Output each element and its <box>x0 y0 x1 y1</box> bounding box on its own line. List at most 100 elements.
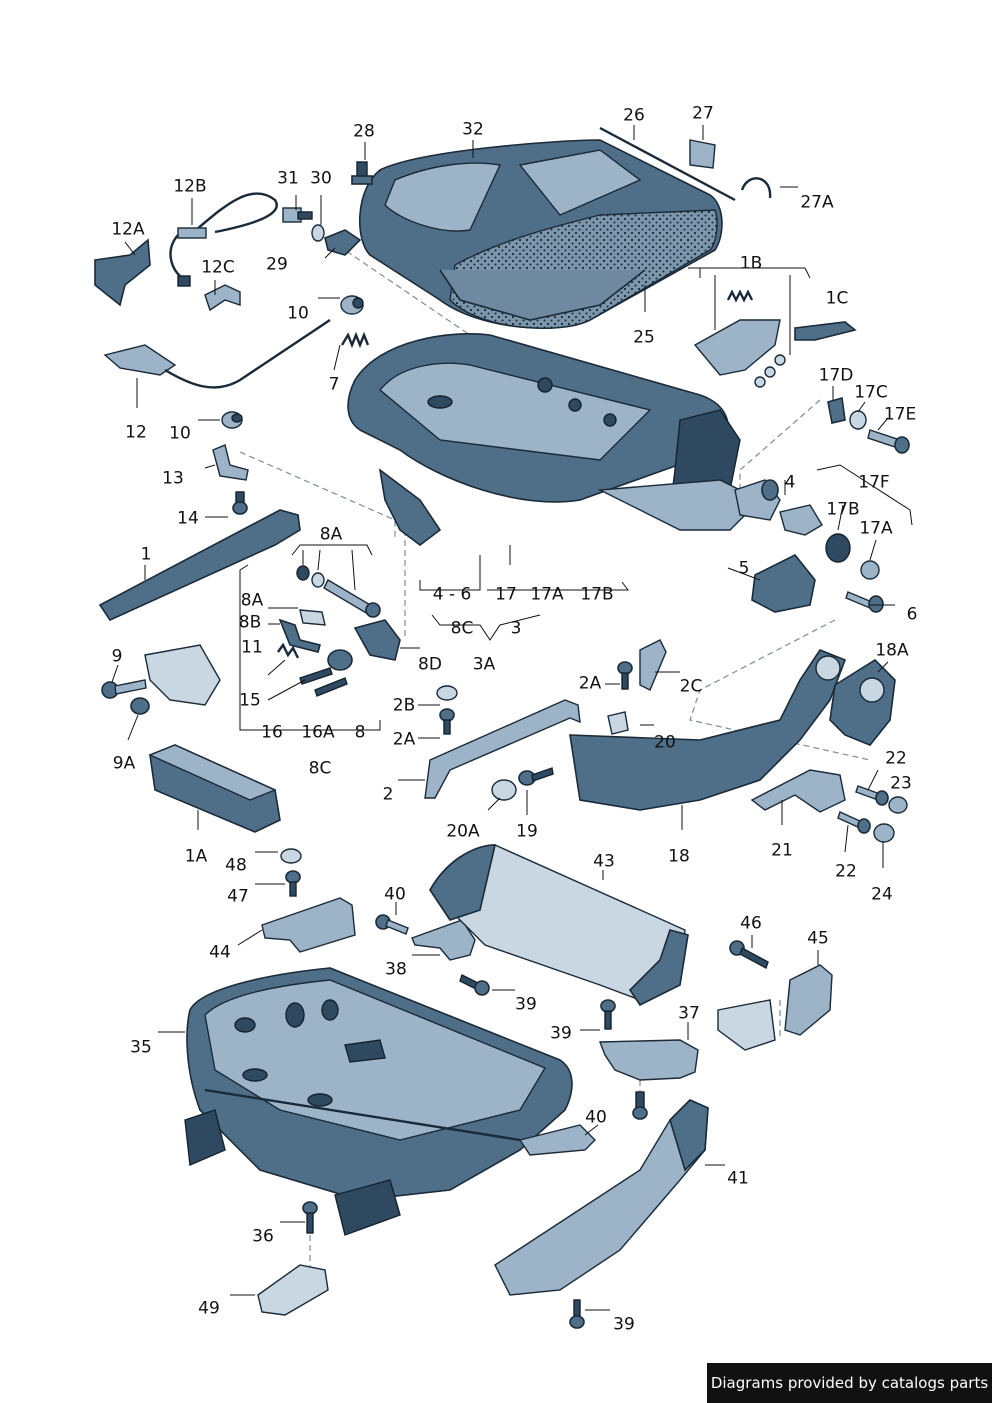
label-21: 21 <box>771 840 793 861</box>
label-8a: 8A <box>240 590 264 611</box>
cap-20a <box>491 779 517 801</box>
plate-45 <box>717 999 776 1051</box>
label-12b: 12B <box>173 176 207 197</box>
label-17: 17 <box>495 584 517 605</box>
label-6: 6 <box>906 604 918 625</box>
screw-14 <box>232 491 248 515</box>
label-14: 14 <box>177 508 199 529</box>
label-39-a: 39 <box>515 994 537 1015</box>
label-35: 35 <box>130 1037 152 1058</box>
label-9: 9 <box>111 646 123 667</box>
label-45: 45 <box>807 928 829 949</box>
seat-base-35 <box>184 967 596 1236</box>
label-39-b: 39 <box>550 1023 572 1044</box>
label-39-c: 39 <box>613 1314 635 1335</box>
label-5: 5 <box>738 558 750 579</box>
label-36: 36 <box>252 1226 274 1247</box>
bush-17a <box>860 560 880 580</box>
attribution-footer: Diagrams provided by catalogs parts <box>707 1363 992 1403</box>
label-46: 46 <box>740 913 762 934</box>
lever-21 <box>750 769 846 813</box>
motor-4 <box>734 479 781 521</box>
label-9a: 9A <box>112 753 136 774</box>
label-17a: 17A <box>859 518 893 539</box>
label-41: 41 <box>727 1168 749 1189</box>
label-40-top: 40 <box>384 884 406 905</box>
gear-17b <box>779 504 851 563</box>
label-48: 48 <box>225 855 247 876</box>
label-17f: 17F <box>858 472 890 493</box>
label-27a: 27A <box>800 192 834 213</box>
label-17b: 17B <box>826 499 860 520</box>
label-17e: 17E <box>883 404 917 425</box>
label-38: 38 <box>385 959 407 980</box>
cap-23 <box>888 796 908 814</box>
side-panel-hole <box>815 655 841 681</box>
bracket-13 <box>212 444 249 481</box>
cover-49 <box>257 1264 329 1316</box>
label-22-top: 22 <box>885 748 907 769</box>
screw-46 <box>729 940 769 970</box>
bracket-9 <box>144 644 221 706</box>
label-1a: 1A <box>184 846 208 867</box>
clip-20 <box>607 711 629 735</box>
label-25: 25 <box>633 327 655 348</box>
label-29: 29 <box>266 254 288 275</box>
label-16: 16 <box>261 722 283 743</box>
label-17d: 17D <box>818 365 854 386</box>
label-8c-low: 8C <box>308 758 332 779</box>
handle-bar-2 <box>424 699 581 799</box>
label-26: 26 <box>623 105 645 126</box>
screw-2a-top <box>617 661 633 690</box>
label-47: 47 <box>227 886 249 907</box>
side-panel-18 <box>569 649 847 811</box>
armrest-1a <box>148 744 281 833</box>
label-1: 1 <box>140 544 152 565</box>
fastener-group-29-31 <box>282 207 362 256</box>
label-1b: 1B <box>739 253 763 274</box>
cap-24 <box>873 823 895 843</box>
label-18: 18 <box>668 846 690 867</box>
gearbox-5 <box>751 553 816 613</box>
label-13: 13 <box>162 468 184 489</box>
spring-11 <box>277 642 300 659</box>
label-8b: 8B <box>238 612 262 633</box>
label-8c-mid: 8C <box>450 618 474 639</box>
label-3a: 3A <box>472 654 496 675</box>
label-23: 23 <box>890 773 912 794</box>
cap-2b <box>436 685 458 701</box>
label-2: 2 <box>382 784 394 805</box>
label-20a: 20A <box>446 821 480 842</box>
bush-10-top <box>340 295 364 315</box>
label-20: 20 <box>654 732 676 753</box>
label-2c: 2C <box>679 676 703 697</box>
label-31: 31 <box>277 168 299 189</box>
seat-frame <box>347 333 762 546</box>
label-24: 24 <box>871 884 893 905</box>
label-17b-row: 17B <box>580 584 614 605</box>
screw-39-b <box>600 999 616 1030</box>
bolt-36 <box>302 1201 318 1234</box>
bolts-22 <box>837 785 889 834</box>
label-8: 8 <box>354 722 366 743</box>
label-17c: 17C <box>854 382 888 403</box>
bolt-group-17 <box>827 396 910 454</box>
spring-7 <box>340 331 370 349</box>
label-3: 3 <box>510 618 522 639</box>
label-2a-top: 2A <box>578 673 602 694</box>
label-30: 30 <box>310 168 332 189</box>
cover-44 <box>261 897 356 953</box>
label-4: 4 <box>784 472 796 493</box>
clip-27 <box>689 139 716 169</box>
label-32: 32 <box>462 119 484 140</box>
shell-43 <box>429 844 689 1007</box>
label-49: 49 <box>198 1298 220 1319</box>
bolt-40-top <box>375 914 409 935</box>
label-22-low: 22 <box>835 861 857 882</box>
foam-25-edge <box>439 269 646 321</box>
trim-41-end <box>669 1099 709 1172</box>
label-17a-row: 17A <box>530 584 564 605</box>
leader-lines <box>111 125 913 1311</box>
label-1c: 1C <box>825 288 849 309</box>
